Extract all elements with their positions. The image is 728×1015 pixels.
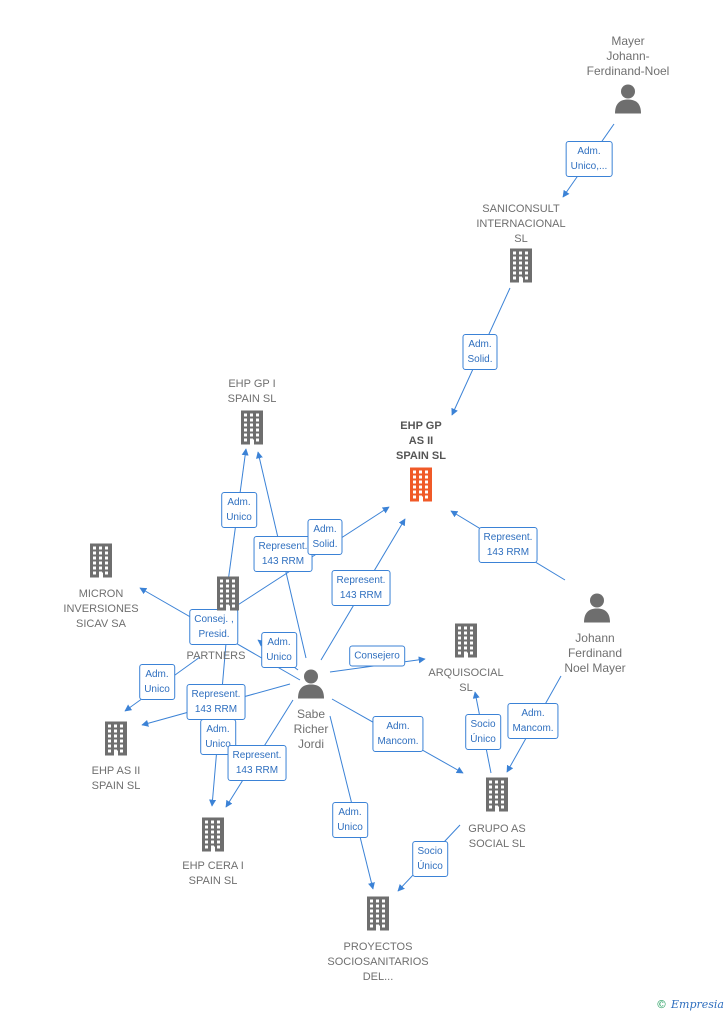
edge-label[interactable]: Consejero (349, 645, 405, 667)
building-icon[interactable] (408, 467, 434, 507)
edge-label[interactable]: Consej. , Presid. (189, 609, 239, 645)
company-name[interactable]: ARQUISOCIAL SL (428, 667, 504, 694)
building-icon[interactable] (453, 623, 479, 663)
company-name[interactable]: MICRON INVERSIONES SICAV SA (63, 588, 139, 630)
company-name[interactable]: PARTNERS (186, 650, 246, 662)
edge-label[interactable]: Represent. 143 RRM (253, 536, 313, 572)
person-icon[interactable] (614, 84, 642, 119)
edge-label[interactable]: Adm. Unico (332, 802, 368, 838)
person-icon[interactable] (297, 669, 325, 704)
company-name[interactable]: EHP GP I SPAIN SL (227, 378, 277, 405)
building-icon[interactable] (200, 817, 226, 857)
edge-label[interactable]: Adm. Solid. (307, 519, 343, 555)
building-icon[interactable] (508, 248, 534, 288)
building-icon[interactable] (239, 410, 265, 450)
edge-label[interactable]: Adm. Unico,... (565, 141, 613, 177)
edge-label[interactable]: Adm. Unico (221, 492, 257, 528)
brand-initial: E (671, 998, 680, 1011)
building-icon[interactable] (215, 576, 241, 616)
edge-label[interactable]: Represent. 143 RRM (227, 745, 287, 781)
copyright-symbol: © (656, 998, 667, 1011)
edge-label[interactable]: Represent. 143 RRM (331, 570, 391, 606)
building-icon[interactable] (103, 721, 129, 761)
edge-label[interactable]: Socio Único (465, 714, 501, 750)
company-name[interactable]: EHP CERA I SPAIN SL (182, 860, 244, 887)
empresia-logo: © Empresia (656, 998, 724, 1011)
edge-label[interactable]: Adm. Mancom. (507, 703, 559, 739)
building-icon[interactable] (484, 777, 510, 817)
company-name[interactable]: EHP GP AS II SPAIN SL (396, 420, 446, 462)
brand-text: mpresia (679, 998, 724, 1011)
person-name[interactable]: Mayer Johann- Ferdinand-Noel (586, 34, 670, 78)
company-name[interactable]: EHP AS II SPAIN SL (91, 765, 141, 792)
edge-label[interactable]: Represent. 143 RRM (478, 527, 538, 563)
person-icon[interactable] (583, 593, 611, 628)
building-icon[interactable] (88, 543, 114, 583)
edge-label[interactable]: Adm. Mancom. (372, 716, 424, 752)
edge-label[interactable]: Represent. 143 RRM (186, 684, 246, 720)
company-name[interactable]: PROYECTOS SOCIOSANITARIOS DEL... (327, 941, 429, 983)
company-name[interactable]: SANICONSULT INTERNACIONAL SL (476, 203, 566, 245)
company-name[interactable]: GRUPO AS SOCIAL SL (468, 823, 526, 850)
edge-label[interactable]: Socio Único (412, 841, 448, 877)
edge-label[interactable]: Adm. Unico (261, 632, 297, 668)
building-icon[interactable] (365, 896, 391, 936)
edge-label[interactable]: Adm. Unico (139, 664, 175, 700)
person-name[interactable]: Sabe Richer Jordi (293, 707, 329, 751)
person-name[interactable]: Johann Ferdinand Noel Mayer (564, 631, 626, 675)
edge-label[interactable]: Adm. Solid. (462, 334, 498, 370)
